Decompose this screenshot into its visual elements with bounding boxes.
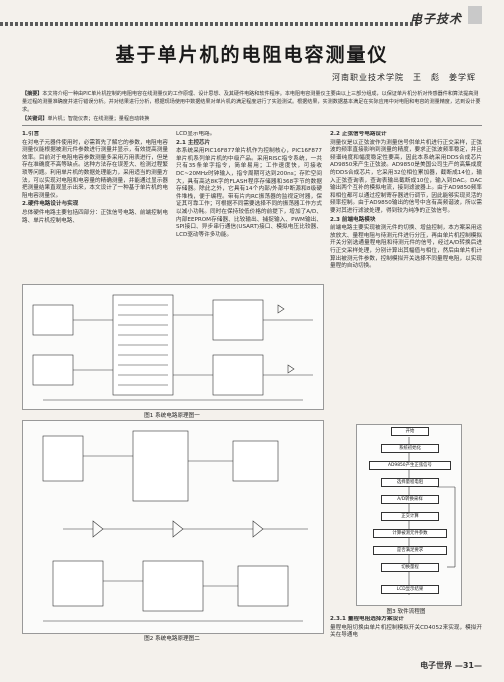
section-2-2-title: 2.2 正弦信号电路设计	[330, 131, 387, 137]
keywords-text: 单片机；智能仪表；在线测量；量程自动转换	[47, 116, 150, 122]
flow-box-calc: 正交计算	[381, 512, 439, 521]
flow-box-decision: 是否满足要求	[373, 546, 447, 555]
figure-1-caption: 图1 系统电路原理图一	[144, 413, 200, 419]
keywords-label: 【关键词】	[22, 116, 48, 122]
figure-3-flowchart: 开始 系统初始化 AD9850产生正弦信号 选择量程电阻 A/D转换采样 正交计…	[356, 424, 462, 606]
section-1-title: 1.引言	[22, 131, 40, 137]
section-2-1-text: 本系统采用PIC16F877单片机作为控制核心，PIC16F877单片机系列单片…	[176, 148, 322, 238]
header-stripe	[0, 22, 420, 26]
figure-3-caption: 图3 软件流程图	[386, 609, 426, 615]
column-3-bottom: 2.3.1 量程电阻选择方案设计 量程电阻切换由单片机控制模拟开关CD4052来…	[330, 616, 482, 656]
page-footer: 电子世界 —31—	[420, 660, 482, 671]
figure-1-schematic	[22, 284, 324, 410]
flow-box-display: LCD显示结果	[381, 585, 439, 594]
section-2-text: 总体硬件电路主要包括四部分：正弦信号电路、前端控制电路、单片机控制电路、	[22, 209, 168, 224]
keywords: 【关键词】单片机；智能仪表；在线测量；量程自动转换	[22, 115, 482, 122]
journal-name: 电子世界	[420, 661, 453, 670]
schematic-1-drawing	[32, 294, 313, 401]
divider	[22, 125, 482, 126]
column-2: LCD显示电路。 2.1 主控芯片 本系统采用PIC16F877单片机作为控制核…	[176, 131, 322, 281]
abstract-text: 本文将介绍一种由PIC单片机控制的电阻电容在线测量仪的工作原理、设计思想、及其硬…	[22, 91, 481, 113]
flow-box-param: 计算被测元件参数	[373, 529, 447, 538]
flow-box-init: 系统初始化	[381, 444, 439, 453]
abstract: 【摘要】本文将介绍一种由PIC单片机控制的电阻电容在线测量仪的工作原理、设计思想…	[22, 90, 482, 114]
abstract-label: 【摘要】	[22, 91, 43, 97]
section-2-1-title: 2.1 主控芯片	[176, 139, 211, 146]
section-2-title: 2.硬件电路设计与实现	[22, 201, 79, 208]
author-line: 河南职业技术学院 王 彪 姜学辉	[332, 73, 476, 82]
section-1-text: 在对电子元器件使用时，必需首先了解它的参数，电阻电容测量仪能根据被测元件参数进行…	[22, 139, 168, 199]
header-decoration	[468, 6, 482, 24]
column-3: 2.2 正弦信号电路设计 测量仪是以正弦波作为测量信号供单片机进行正交采样，正弦…	[330, 131, 482, 421]
page-title: 基于单片机的电阻电容测量仪	[115, 44, 389, 66]
schematic-2-drawing	[42, 430, 308, 622]
figure-2-schematic	[22, 420, 324, 634]
flow-box-ad9850: AD9850产生正弦信号	[369, 461, 451, 470]
column-1: 1.引言 在对电子元器件使用时，必需首先了解它的参数，电阻电容测量仪能根据被测元…	[22, 131, 168, 281]
section-2-3-text: 前端电路主要实现被测元件的切换、增益控制，本方案采用运放放大、量程电阻与待测元件…	[330, 225, 482, 270]
header-section-title: 电子技术	[409, 12, 462, 26]
flow-box-adc: A/D转换采样	[381, 495, 439, 504]
section-2-2-text: 测量仪是以正弦波作为测量信号供单片机进行正交采样，正弦波的频率直接影响到测量的精…	[330, 139, 482, 214]
section-2-3-title: 2.3 前端电路模块	[330, 216, 376, 223]
column-2-intro: LCD显示电路。	[176, 131, 216, 137]
flow-box-start: 开始	[391, 427, 429, 436]
page-number: —31—	[454, 661, 482, 670]
figure-2-caption: 图2 系统电路原理图二	[144, 636, 200, 642]
section-2-3-1-text: 量程电阻切换由单片机控制模拟开关CD4052来实现，模拟开关在导通电	[330, 624, 482, 639]
section-2-3-1-title: 2.3.1 量程电阻选择方案设计	[330, 616, 404, 622]
flow-box-switch-range: 切换量程	[381, 563, 439, 572]
flow-box-range-select: 选择量程电阻	[381, 478, 439, 487]
